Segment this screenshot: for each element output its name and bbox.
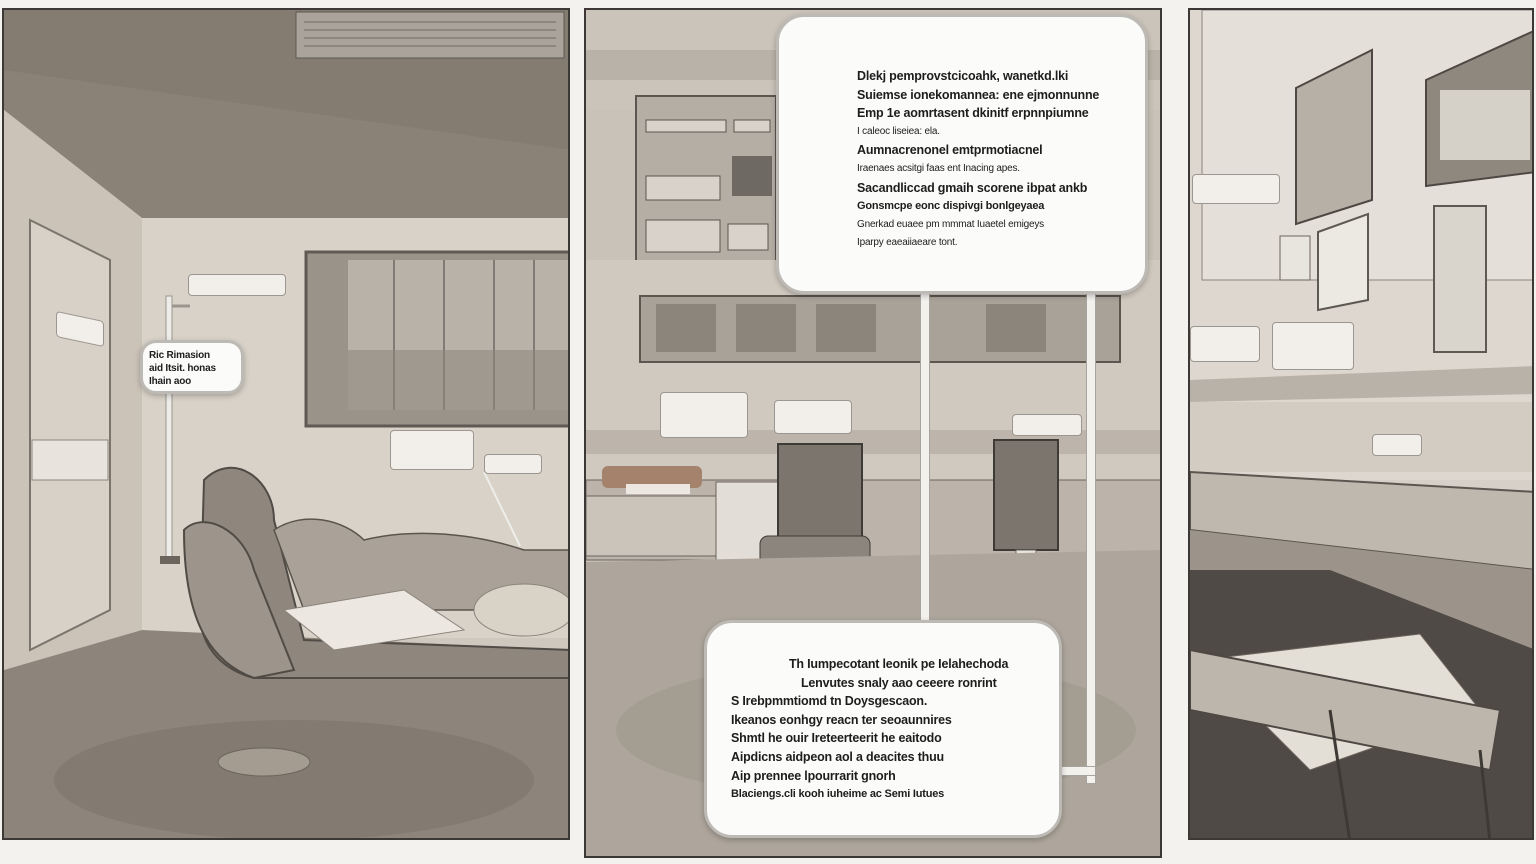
speech-line: Gnerkad euaee pm mmmat Iuaetel emigeys bbox=[857, 218, 1044, 230]
speech-tail bbox=[920, 280, 930, 622]
speech-line: Th Iumpecotant leonik pe Ielahechoda bbox=[789, 657, 1009, 671]
speech-line: Sacandliccad gmaih scorene ibpat ankb bbox=[857, 180, 1088, 195]
speech-line: Ikeanos eonhgy reacn ter seoaunnires bbox=[731, 712, 952, 727]
speech-bubble-bottom: Th Iumpecotant leonik pe Ielahechoda Len… bbox=[704, 620, 1062, 838]
speech-line: Emp 1e aomrtasent dkinitf erpnnpiumne bbox=[857, 106, 1089, 121]
room-scene-left bbox=[4, 10, 568, 838]
wall-tag-a bbox=[1192, 174, 1280, 204]
speech-line: aid Itsit. honas bbox=[149, 363, 216, 374]
comic-panel-left: Ric Rimasion aid Itsit. honas Ihain aoo bbox=[2, 8, 570, 840]
speech-line: Gonsmcpe eonc dispivgi bonlgeyaea bbox=[857, 200, 1045, 213]
speech-line: Iparpy eaeaiiaeare tont. bbox=[857, 237, 958, 249]
speech-line: Ric Rimasion bbox=[149, 350, 210, 361]
speech-line: Ihain aoo bbox=[149, 376, 192, 387]
wall-tag-c bbox=[1272, 322, 1354, 370]
speech-bubble-small: Ric Rimasion aid Itsit. honas Ihain aoo bbox=[140, 340, 244, 394]
speech-line: Blaciengs.cli kooh iuheime ac Semi Iutue… bbox=[731, 788, 945, 801]
wall-sign bbox=[188, 274, 286, 296]
speech-line: Iraenaes acsitgi faas ent Inacing apes. bbox=[857, 162, 1020, 174]
speech-line: Suiemse ionekomannea: ene ejmonnunne bbox=[857, 87, 1100, 102]
speech-line: Aip prennee lpourrarit gnorh bbox=[731, 768, 896, 783]
wall-tag-b bbox=[1190, 326, 1260, 362]
comic-panel-right bbox=[1188, 8, 1534, 840]
room-scene-right bbox=[1190, 10, 1532, 838]
wall-note-a bbox=[390, 430, 474, 470]
desk-placard-c bbox=[1012, 414, 1082, 436]
comic-panel-center: Dlekj pemprovstcicoahk, wanetkd.lki Suie… bbox=[584, 8, 1162, 858]
desk-placard-a bbox=[660, 392, 748, 438]
wall-note-b bbox=[484, 454, 542, 474]
wall-tag-d bbox=[1372, 434, 1422, 456]
speech-line: S Irebpmmtiomd tn Doysgescaon. bbox=[731, 694, 928, 709]
speech-line: Shmtl he ouir Ireteerteerit he eaitodo bbox=[731, 731, 942, 746]
speech-line: Aumnacrenonel emtprmotiacnel bbox=[857, 143, 1043, 158]
speech-bubble-top: Dlekj pemprovstcicoahk, wanetkd.lki Suie… bbox=[776, 14, 1148, 294]
speech-tail bbox=[1086, 286, 1096, 784]
speech-line: Aipdicns aidpeon aol a deacites thuu bbox=[731, 749, 944, 764]
speech-line: I caleoc liseiea: ela. bbox=[857, 125, 940, 137]
speech-line: Dlekj pemprovstcicoahk, wanetkd.lki bbox=[857, 69, 1069, 83]
desk-placard-b bbox=[774, 400, 852, 434]
speech-line: Lenvutes snaly aao ceeere ronrint bbox=[801, 675, 997, 690]
